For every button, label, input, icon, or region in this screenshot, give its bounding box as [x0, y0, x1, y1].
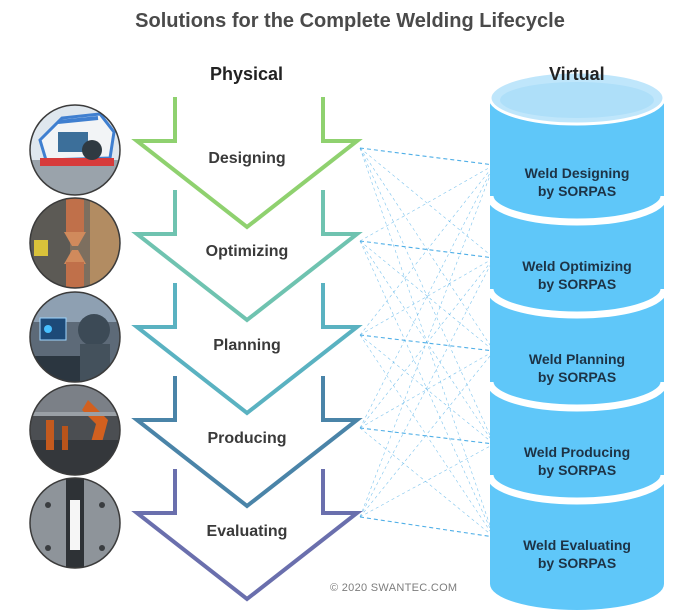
copyright-notice: © 2020 SWANTEC.COM	[330, 582, 458, 594]
connector-evaluating-to-planning	[359, 350, 495, 518]
chevron-designing	[131, 97, 363, 230]
virtual-label-designing-line1: Weld Designing	[524, 165, 630, 181]
stage-label-designing: Designing	[208, 150, 286, 167]
chevron-producing	[131, 376, 363, 509]
virtual-label-producing-line1: Weld Producing	[523, 444, 631, 460]
virtual-label-planning: Weld Planning by SORPAS	[492, 350, 662, 386]
physical-heading: Physical	[210, 64, 284, 84]
cylinder-divider-1	[486, 195, 668, 226]
connector-planning-to-optimizing	[359, 257, 495, 336]
photo-designing	[29, 104, 121, 196]
stage-label-producing: Producing	[207, 430, 287, 447]
connector-optimizing-to-optimizing	[359, 240, 495, 259]
chevron-planning	[131, 283, 363, 416]
virtual-label-optimizing-line2: by SORPAS	[537, 276, 617, 292]
virtual-label-evaluating: Weld Evaluating by SORPAS	[492, 536, 662, 572]
connector-designing-to-optimizing	[359, 147, 495, 259]
virtual-label-designing-line2: by SORPAS	[537, 183, 617, 199]
virtual-label-evaluating-line1: Weld Evaluating	[523, 537, 631, 553]
cylinder-divider-4	[486, 474, 668, 505]
connector-planning-to-producing	[359, 334, 495, 445]
chevron-optimizing	[131, 190, 363, 323]
connector-evaluating-to-optimizing	[359, 257, 495, 518]
cylinder-base	[490, 558, 664, 610]
photo-producing	[29, 384, 121, 476]
chevron-evaluating	[131, 469, 363, 602]
connector-producing-to-producing	[359, 427, 495, 445]
connector-lines	[359, 147, 495, 538]
stage-label-evaluating: Evaluating	[206, 523, 288, 540]
connector-evaluating-to-evaluating	[359, 516, 495, 538]
chevron-arrows	[131, 97, 363, 602]
connector-designing-to-planning	[359, 147, 495, 352]
connector-designing-to-designing	[359, 147, 495, 166]
virtual-cylinder	[486, 70, 668, 610]
connector-producing-to-evaluating	[359, 427, 495, 538]
diagram-title: Solutions for the Complete Welding Lifec…	[135, 10, 565, 32]
connector-producing-to-planning	[359, 350, 495, 429]
virtual-label-planning-line1: Weld Planning	[528, 351, 626, 367]
virtual-label-designing: Weld Designing by SORPAS	[492, 164, 662, 200]
connector-optimizing-to-evaluating	[359, 240, 495, 538]
connector-planning-to-evaluating	[359, 334, 495, 538]
virtual-heading: Virtual	[549, 64, 605, 84]
virtual-label-optimizing-line1: Weld Optimizing	[522, 258, 632, 274]
virtual-label-evaluating-line2: by SORPAS	[537, 555, 617, 571]
connector-optimizing-to-planning	[359, 240, 495, 352]
cylinder-top-inner	[500, 82, 654, 118]
connector-planning-to-designing	[359, 164, 495, 336]
virtual-label-producing-line2: by SORPAS	[537, 462, 617, 478]
connector-evaluating-to-designing	[359, 164, 495, 518]
virtual-label-planning-line2: by SORPAS	[537, 369, 617, 385]
connector-planning-to-planning	[359, 334, 495, 352]
connector-evaluating-to-producing	[359, 443, 495, 518]
photo-planning	[29, 291, 121, 383]
connector-optimizing-to-producing	[359, 240, 495, 445]
stage-label-planning: Planning	[213, 337, 281, 354]
connector-producing-to-designing	[359, 164, 495, 429]
cylinder-divider-3	[486, 381, 668, 412]
stage-label-optimizing: Optimizing	[205, 243, 289, 260]
photo-evaluating	[29, 477, 121, 569]
connector-optimizing-to-designing	[359, 164, 495, 242]
virtual-label-optimizing: Weld Optimizing by SORPAS	[492, 257, 662, 293]
photo-optimizing	[29, 197, 121, 289]
cylinder-divider-2	[486, 288, 668, 319]
connector-producing-to-optimizing	[359, 257, 495, 429]
virtual-label-producing: Weld Producing by SORPAS	[492, 443, 662, 479]
